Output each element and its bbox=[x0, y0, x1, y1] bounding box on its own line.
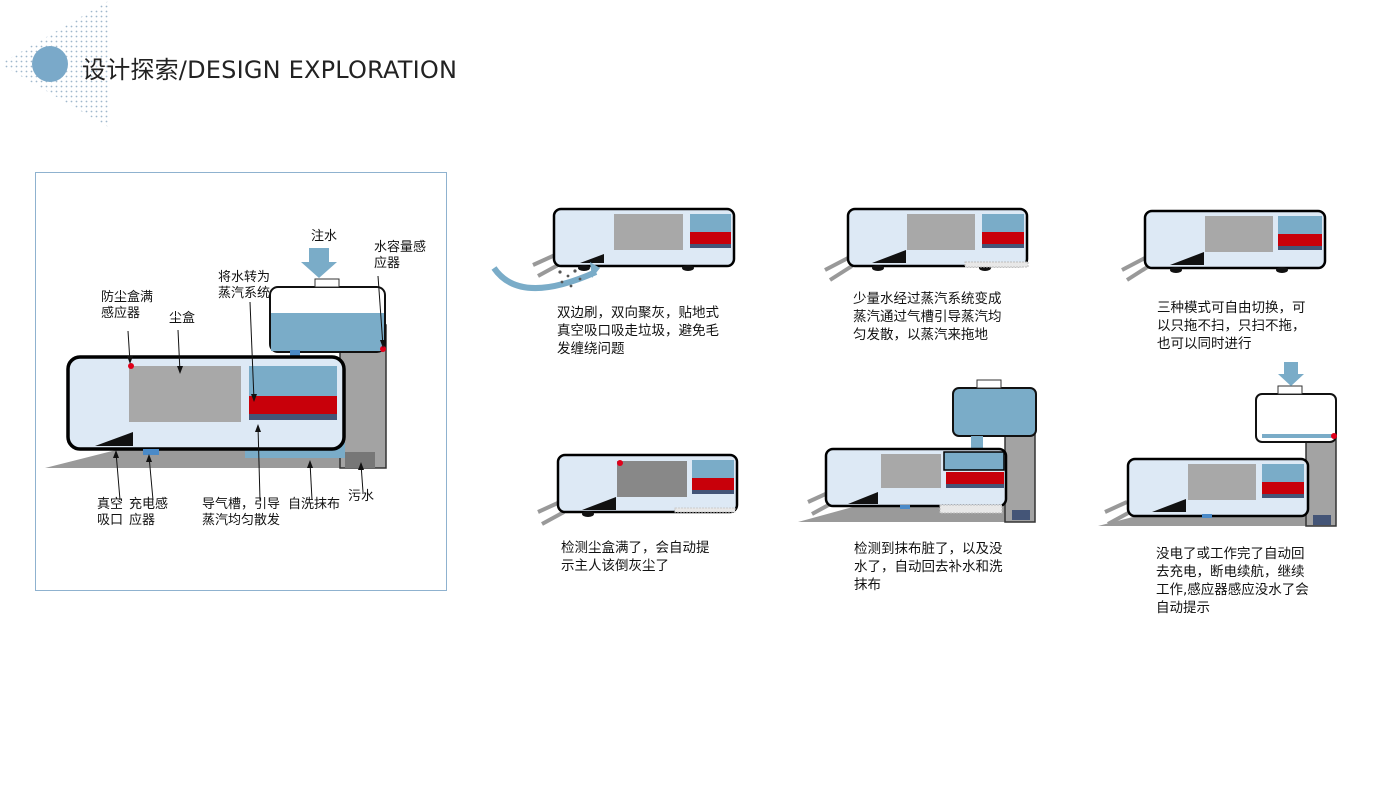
scenario-5-caption: 检测到抹布脏了，以及没 水了，自动回去补水和洗 抹布 bbox=[854, 541, 1003, 593]
label-charge-sensor: 充电感 应器 bbox=[129, 497, 169, 528]
title-bullet-circle bbox=[32, 46, 68, 82]
steam-heater bbox=[249, 396, 337, 414]
scenario-2-graphic bbox=[824, 207, 1029, 282]
label-water-sensor: 水容量感 应器 bbox=[374, 240, 427, 271]
main-robot-diagram bbox=[45, 248, 387, 501]
label-air-groove: 导气槽，引导 蒸汽均匀散发 bbox=[202, 497, 281, 528]
label-self-wash-mop: 自洗抹布 bbox=[288, 497, 341, 512]
scenario-6-caption: 没电了或工作完了自动回 去充电，断电续航，继续 工作,感应器感应没水了会 自动提… bbox=[1156, 546, 1309, 616]
label-vacuum-inlet: 真空 吸口 bbox=[97, 497, 124, 528]
steam-tank bbox=[249, 366, 337, 396]
scenario-3-graphic bbox=[1121, 209, 1327, 282]
charge-sensor bbox=[143, 449, 159, 455]
dotted-triangle-pattern bbox=[0, 0, 110, 128]
inject-arrow-icon bbox=[301, 248, 337, 278]
scenario-6-arrow-icon bbox=[1278, 362, 1304, 386]
scenario-1-graphic bbox=[491, 207, 736, 292]
header-decoration bbox=[0, 0, 130, 140]
scenario-2-caption: 少量水经过蒸汽系统变成 蒸汽通过气槽引导蒸汽均 匀发散，以蒸汽来拖地 bbox=[853, 291, 1002, 343]
scenario-3-caption: 三种模式可自由切换，可 以只拖不扫，只扫不拖， 也可以同时进行 bbox=[1157, 300, 1306, 352]
scenario-5-graphic bbox=[798, 379, 1037, 523]
dust-box bbox=[129, 366, 241, 422]
scenario-4-graphic bbox=[537, 453, 739, 526]
label-dirty-water: 污水 bbox=[348, 489, 375, 504]
pointer-arrowheads bbox=[113, 340, 386, 470]
scenario-1-caption: 双边刷，双向聚灰，贴地式 真空吸口吸走垃圾，避免毛 发缠绕问题 bbox=[557, 305, 719, 357]
water-level bbox=[271, 313, 384, 351]
label-inject-water: 注水 bbox=[311, 229, 338, 244]
tank-cap bbox=[314, 278, 340, 288]
main-diagram-frame bbox=[35, 172, 447, 591]
dust-sensor-dot bbox=[128, 363, 134, 369]
dirty-water-tank bbox=[345, 452, 375, 468]
page-title: 设计探索/DESIGN EXPLORATION bbox=[82, 56, 458, 84]
scenario-6-graphic bbox=[1098, 362, 1337, 527]
label-dust-box: 尘盒 bbox=[169, 311, 196, 326]
steam-base bbox=[249, 414, 337, 420]
label-steam-system: 将水转为 蒸汽系统 bbox=[218, 270, 271, 301]
label-dust-sensor: 防尘盒满 感应器 bbox=[101, 290, 154, 321]
vacuum-inlet bbox=[95, 432, 133, 446]
tank-valve bbox=[290, 350, 300, 356]
scenario-4-caption: 检测尘盒满了，会自动提 示主人该倒灰尘了 bbox=[561, 540, 710, 574]
water-sensor-dot bbox=[380, 346, 386, 352]
